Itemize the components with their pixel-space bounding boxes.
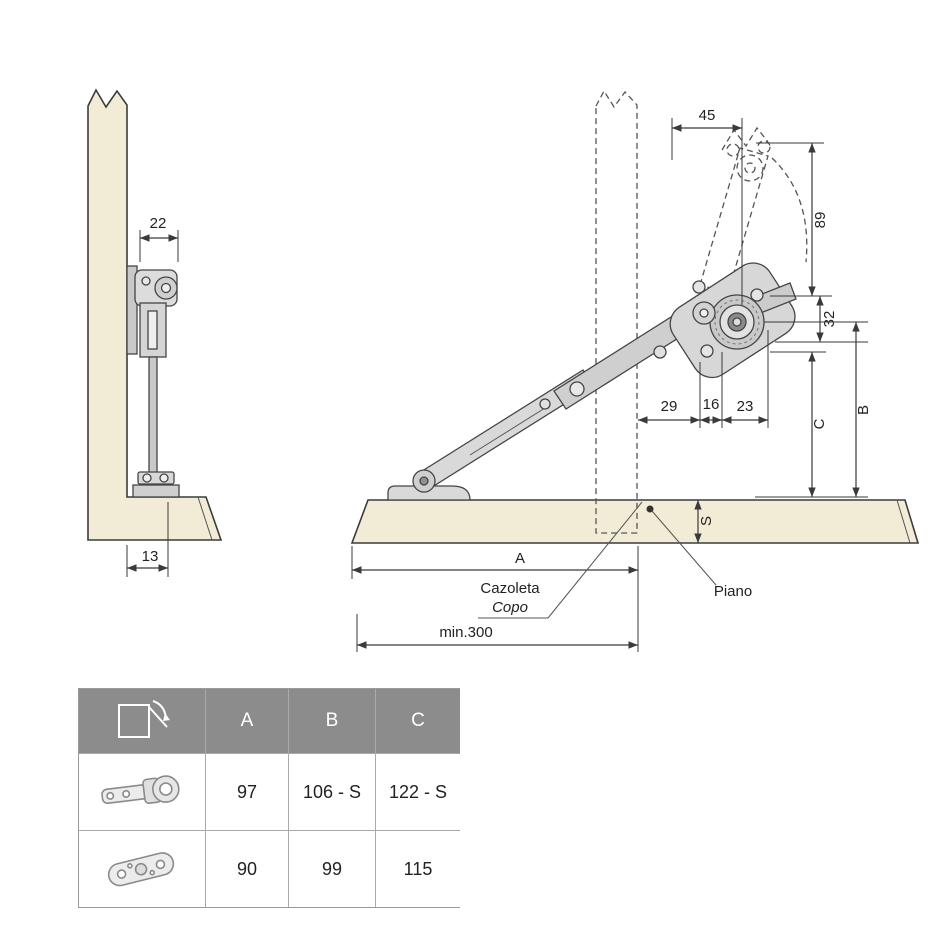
dimension-min300: min.300: [356, 614, 638, 652]
left-mechanism: [126, 265, 180, 498]
shelf-break-line: [896, 499, 911, 544]
table-cell-r1-C: 122 - S: [376, 754, 460, 830]
housing-screw: [700, 344, 714, 358]
dim-45-label: 45: [699, 107, 716, 124]
spec-table: A B C 97 106 - S 122 - S: [78, 688, 460, 908]
table-row1-icon-cell: [79, 754, 205, 830]
mounting-plate-icon: [107, 852, 175, 887]
mechanism-slot: [147, 310, 158, 350]
table-cell-r2-A: 90: [206, 831, 288, 907]
elbow-joint: [653, 345, 667, 359]
dim-B-label: B: [855, 405, 872, 415]
dimension-B: B: [764, 321, 872, 497]
housing-screw: [750, 288, 764, 302]
copo-label: Copo: [492, 599, 528, 616]
left-side-view: 22 13: [87, 88, 223, 577]
foot-plate: [132, 484, 180, 498]
table-row2-icon-cell: [79, 831, 205, 907]
housing-screw: [692, 280, 706, 294]
dimension-C: C: [755, 351, 868, 498]
arm-slot: [469, 407, 546, 456]
table-header-A: A: [206, 689, 288, 753]
door-panel-dashed: [595, 89, 638, 534]
technical-drawing: 22 13: [87, 88, 920, 652]
dimension-S: S: [694, 500, 715, 543]
dim-22-label: 22: [150, 215, 167, 232]
table-header-B: B: [289, 689, 375, 753]
screw: [141, 276, 151, 286]
dim-13-label: 13: [142, 548, 159, 565]
table-cell-r2-B: 99: [289, 831, 375, 907]
mount-plate: [126, 265, 138, 355]
gear-teeth: [714, 299, 760, 345]
dim-min300-label: min.300: [439, 624, 492, 641]
shelf-panel: [350, 499, 920, 544]
table-cell-r1-A: 97: [206, 754, 288, 830]
dim-C-label: C: [811, 418, 828, 429]
table-cell-r1-B: 106 - S: [289, 754, 375, 830]
piano-reference-dot: [646, 505, 654, 513]
cup-hinge-icon: [101, 775, 180, 805]
dim-S-label: S: [698, 516, 715, 526]
table-cell-r2-C: 115: [376, 831, 460, 907]
foot-screw: [159, 473, 169, 483]
dim-29-label: 29: [661, 398, 678, 415]
dim-89-label: 89: [812, 212, 829, 229]
cazoleta-label: Cazoleta: [480, 580, 540, 597]
base-pivot-pin: [419, 476, 429, 486]
dimension-22: 22: [139, 215, 179, 262]
dimension-45: 45: [671, 107, 743, 305]
right-main-view: 45 89 32 C: [350, 89, 920, 652]
piano-callout: Piano: [646, 505, 752, 600]
dim-A-label: A: [515, 550, 525, 567]
dimension-29-16-23: 29 16 23: [638, 330, 769, 428]
hinge-pin: [160, 282, 172, 294]
dim-32-label: 32: [821, 311, 838, 328]
table-header-icon-cell: [79, 689, 205, 753]
foot-screw: [142, 473, 152, 483]
dim-23-label: 23: [737, 398, 754, 415]
table-header-C: C: [376, 689, 460, 753]
cazoleta-callout: Cazoleta Copo: [478, 501, 643, 619]
arm-rivet: [539, 398, 551, 410]
dimension-A: A: [351, 546, 639, 652]
dimension-13: 13: [126, 502, 169, 577]
piano-label: Piano: [714, 583, 752, 600]
small-gear-pin: [699, 308, 709, 318]
dim-16-label: 16: [703, 396, 720, 413]
cam-axle: [732, 317, 742, 327]
panel-break-line: [197, 496, 213, 541]
arm-joint: [569, 381, 585, 397]
lift-mechanism: [387, 262, 797, 501]
lift-rod: [148, 356, 158, 474]
flap-door-icon: [118, 700, 170, 738]
